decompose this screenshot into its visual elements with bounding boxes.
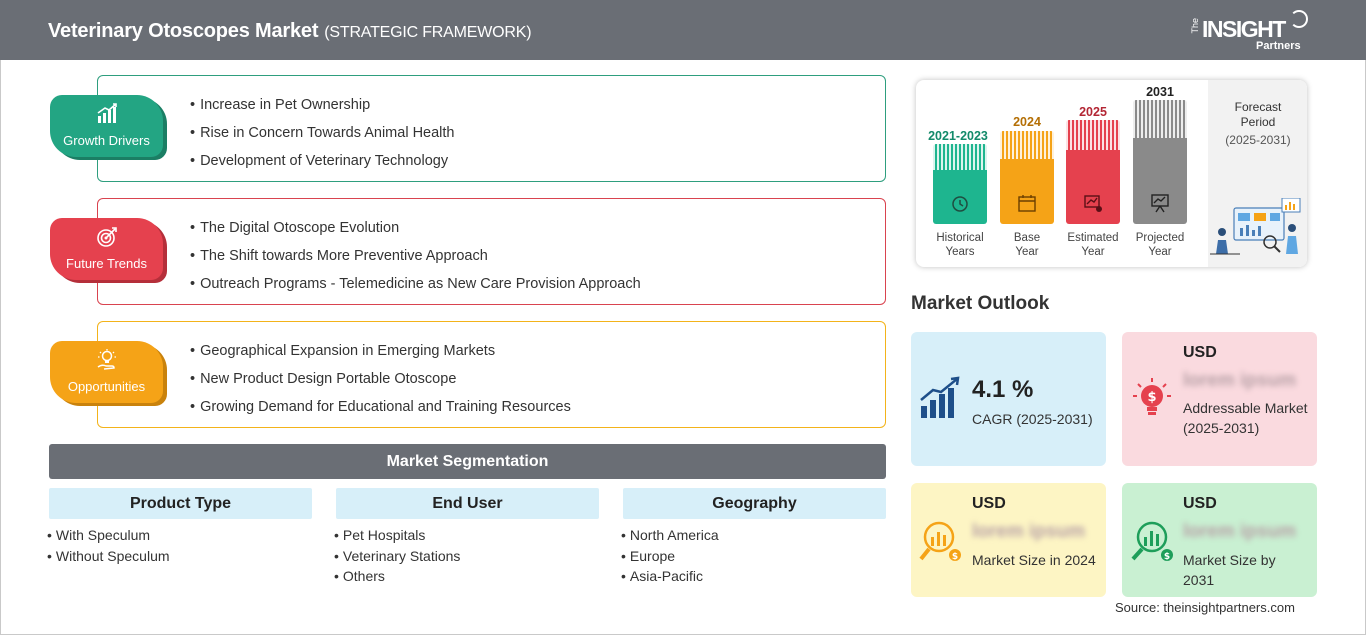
bar-stripes <box>1066 120 1120 150</box>
list-item: New Product Design Portable Otoscope <box>190 370 571 398</box>
badge-label: Growth Drivers <box>63 133 150 148</box>
page-title: Veterinary Otoscopes Market (STRATEGIC FR… <box>48 20 532 43</box>
opportunities-badge: Opportunities <box>50 341 163 403</box>
list-item: Geographical Expansion in Emerging Marke… <box>190 342 571 370</box>
market-outlook-title: Market Outlook <box>911 293 1050 314</box>
cagr-label: CAGR (2025-2031) <box>972 411 1093 427</box>
logo-main: INSIGHT <box>1202 16 1286 42</box>
market-segmentation-header: Market Segmentation <box>49 444 886 479</box>
target-icon <box>97 227 117 247</box>
segment-title: Product Type <box>49 488 312 519</box>
market-size-2024-value: lorem ipsum <box>972 521 1085 542</box>
timeline-bar-projected <box>1133 100 1187 224</box>
badge-label: Future Trends <box>66 256 147 271</box>
list-item: Rise in Concern Towards Animal Health <box>190 124 454 152</box>
addressable-market-label: Addressable Market (2025-2031) <box>1183 400 1308 436</box>
cagr-value: 4.1 % <box>972 376 1034 403</box>
segment-title: End User <box>336 488 599 519</box>
segment-list: With Speculum Without Speculum <box>47 526 312 567</box>
list-item: Increase in Pet Ownership <box>190 96 455 124</box>
title-text: Veterinary Otoscopes Market <box>48 20 319 42</box>
list-item: North America <box>621 526 886 547</box>
growth-drivers-panel: Increase in Pet Ownership Rise in Concer… <box>97 75 886 182</box>
segment-list: Pet Hospitals Veterinary Stations Others <box>334 526 599 588</box>
history-clock-icon <box>952 196 968 212</box>
timeline-bar-base <box>1000 131 1054 224</box>
source-credit[interactable]: Source: theinsightpartners.com <box>1115 600 1295 615</box>
currency-label: USD <box>1183 495 1217 512</box>
list-item: Growing Demand for Educational and Train… <box>190 398 571 426</box>
currency-label: USD <box>972 495 1006 512</box>
projection-board-icon <box>1151 194 1169 213</box>
year-label: 2024 <box>1013 115 1041 129</box>
list-item: Pet Hospitals <box>334 526 599 547</box>
list-item: The Shift towards More Preventive Approa… <box>190 247 641 275</box>
future-trends-list: The Digital Otoscope Evolution The Shift… <box>190 219 641 303</box>
list-item: Outreach Programs - Telemedicine as New … <box>190 275 641 303</box>
year-label: 2031 <box>1146 85 1174 99</box>
market-size-2024-label: Market Size in 2024 <box>972 552 1096 568</box>
list-item: Asia-Pacific <box>621 567 886 588</box>
segment-end-user: End User Pet Hospitals Veterinary Statio… <box>336 488 599 588</box>
list-item: Others <box>334 567 599 588</box>
list-item: Without Speculum <box>47 547 312 568</box>
money-bulb-icon: $ <box>1133 378 1171 415</box>
year-label: 2021-2023 <box>928 129 988 143</box>
analyst-dashboard-icon <box>1210 198 1301 255</box>
market-size-2031-card: $ USD lorem ipsum Market Size by 2031 <box>1122 483 1317 597</box>
logo-sub: Partners <box>1256 40 1301 52</box>
bar-chart-growth-icon <box>97 103 117 123</box>
title-subtitle: (STRATEGIC FRAMEWORK) <box>324 24 532 41</box>
badge-label: Opportunities <box>67 379 146 394</box>
addressable-market-value: lorem ipsum <box>1183 370 1296 391</box>
segment-list: North America Europe Asia-Pacific <box>621 526 886 588</box>
market-analysis-icon: $ <box>919 521 961 562</box>
segment-geography: Geography North America Europe Asia-Paci… <box>623 488 886 588</box>
bar-stripes <box>933 144 987 170</box>
estimate-chart-icon <box>1084 195 1102 212</box>
lightbulb-hand-icon <box>97 349 116 370</box>
svg-text:$: $ <box>1147 390 1156 405</box>
list-item: Veterinary Stations <box>334 547 599 568</box>
market-size-2024-card: $ USD lorem ipsum Market Size in 2024 <box>911 483 1106 597</box>
page-header: Veterinary Otoscopes Market (STRATEGIC FR… <box>0 0 1366 60</box>
timeline-bar-estimated <box>1066 120 1120 224</box>
logo-ring-icon <box>1290 10 1308 28</box>
growth-drivers-list: Increase in Pet Ownership Rise in Concer… <box>190 96 455 180</box>
svg-text:$: $ <box>1164 552 1170 562</box>
growth-chart-icon <box>920 376 960 418</box>
list-item: Development of Veterinary Technology <box>190 152 455 180</box>
opportunities-list: Geographical Expansion in Emerging Marke… <box>190 342 571 426</box>
insight-partners-logo[interactable]: The INSIGHT Partners <box>1190 10 1310 54</box>
bar-stripes <box>1000 131 1054 159</box>
timeline-bar-historical <box>933 144 987 224</box>
market-size-2031-value: lorem ipsum <box>1183 521 1296 542</box>
addressable-market-card: $ USD lorem ipsum Addressable Market (20… <box>1122 332 1317 466</box>
future-trends-panel: The Digital Otoscope Evolution The Shift… <box>97 198 886 305</box>
segment-title: Geography <box>623 488 886 519</box>
forecast-period: (2025-2031) <box>1225 133 1291 147</box>
market-forecast-icon: $ <box>1131 521 1173 562</box>
list-item: With Speculum <box>47 526 312 547</box>
growth-drivers-badge: Growth Drivers <box>50 95 163 157</box>
svg-text:$: $ <box>952 552 958 562</box>
logo-the: The <box>1190 18 1200 34</box>
opportunities-panel: Geographical Expansion in Emerging Marke… <box>97 321 886 428</box>
bar-stripes <box>1133 100 1187 138</box>
list-item: Europe <box>621 547 886 568</box>
cagr-card: 4.1 % CAGR (2025-2031) <box>911 332 1106 466</box>
segment-product-type: Product Type With Speculum Without Specu… <box>49 488 312 567</box>
calendar-icon <box>1018 195 1036 212</box>
year-label: 2025 <box>1079 105 1107 119</box>
currency-label: USD <box>1183 344 1217 361</box>
market-size-2031-label: Market Size by 2031 <box>1183 552 1276 588</box>
future-trends-badge: Future Trends <box>50 218 163 280</box>
list-item: The Digital Otoscope Evolution <box>190 219 641 247</box>
